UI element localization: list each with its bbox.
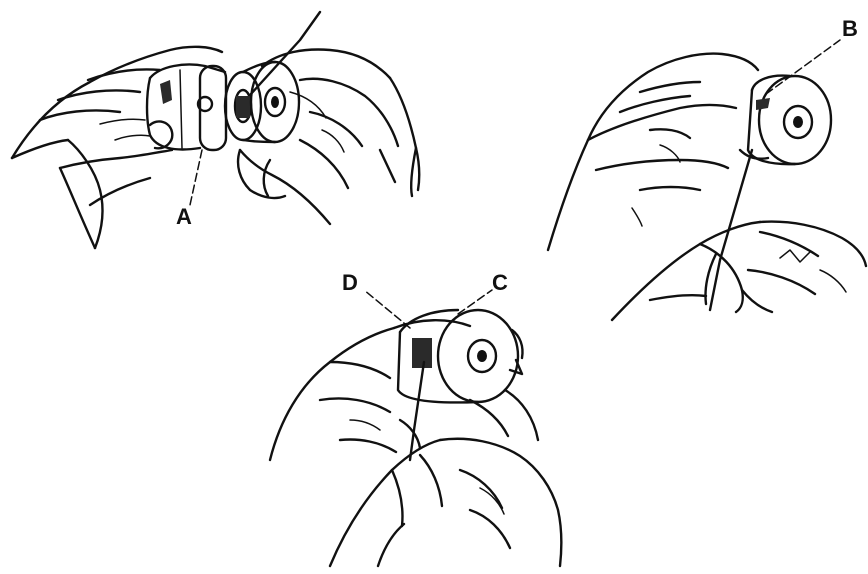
leader-line-b xyxy=(766,40,840,94)
callout-a: A xyxy=(176,204,192,229)
panel-pull-thread: C D xyxy=(270,270,561,566)
thread-panel3 xyxy=(410,362,424,460)
bobbin-case-panel2 xyxy=(740,76,831,165)
upper-hand-panel3 xyxy=(270,320,538,460)
bobbin-panel1 xyxy=(225,62,299,142)
callout-d: D xyxy=(342,270,358,295)
callout-b: B xyxy=(842,16,858,41)
panel-tension-spring: B xyxy=(548,16,866,320)
panel-insert-bobbin: A xyxy=(12,12,419,248)
callout-c: C xyxy=(492,270,508,295)
left-hand-panel2 xyxy=(548,54,758,250)
right-hand-panel1 xyxy=(238,50,419,224)
leader-line-d xyxy=(364,290,410,328)
leader-line-a xyxy=(190,150,202,205)
lower-hand-panel3 xyxy=(330,420,561,566)
bobbin-case-panel1 xyxy=(147,65,226,151)
right-hand-panel2 xyxy=(612,222,866,320)
